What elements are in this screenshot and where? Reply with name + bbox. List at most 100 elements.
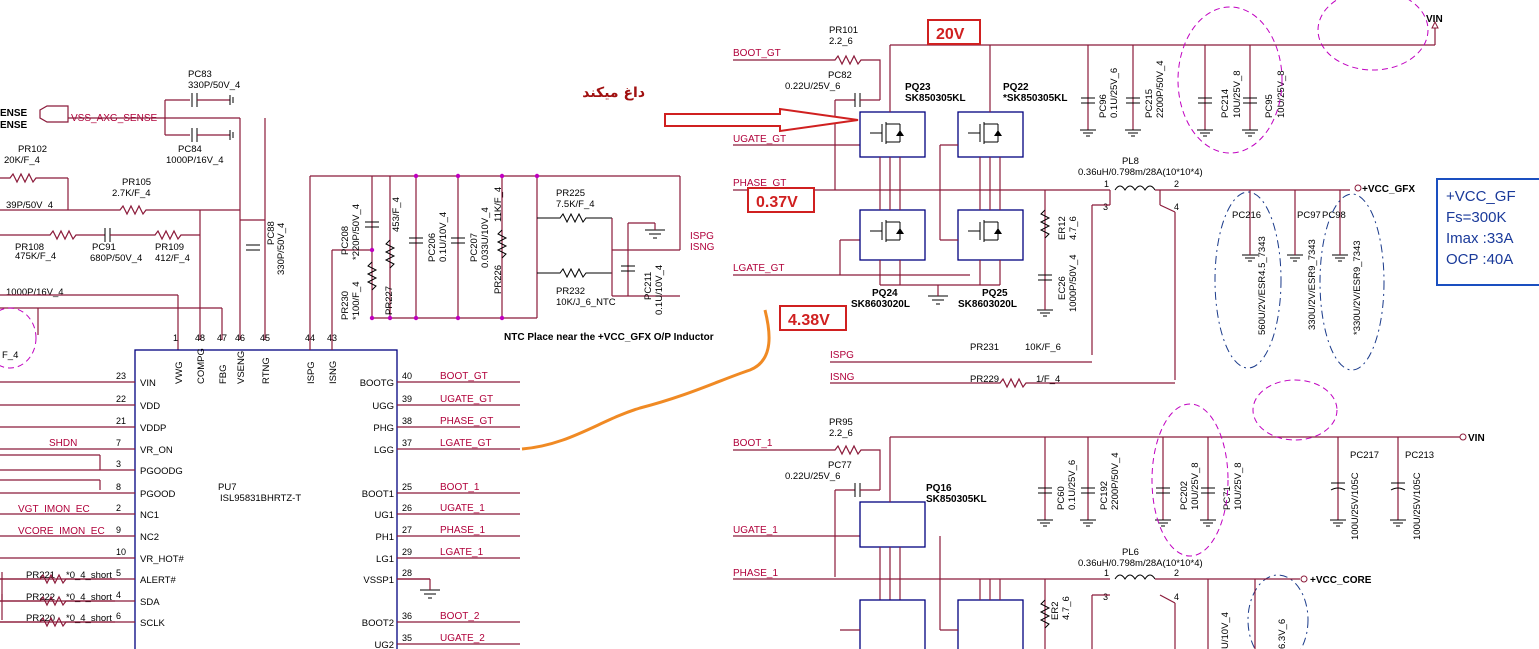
- ic-top-pin-num: 47: [217, 333, 227, 343]
- pc214-value: 10U/25V_8: [1232, 70, 1243, 118]
- vin-label-top: VIN: [1426, 14, 1443, 25]
- pc202-ref: PC202: [1179, 481, 1190, 510]
- ic-right-pin-num: 39: [402, 394, 412, 404]
- ic-right-pin-num: 38: [402, 416, 412, 426]
- ic-left-pin-num: 6: [116, 611, 121, 621]
- pc96-ref: PC96: [1098, 94, 1109, 118]
- pc202-value: 10U/25V_8: [1190, 462, 1201, 510]
- ic-right-pin-name: VSSP1: [363, 575, 394, 586]
- ic-right-pin-num: 29: [402, 547, 412, 557]
- pc206-ref: PC206: [427, 233, 438, 262]
- pc84-value: 1000P/16V_4: [166, 155, 224, 166]
- pc207-ref: PC207: [469, 233, 480, 262]
- pr230-ref: PR230: [340, 291, 351, 320]
- pc77-ref: PC77: [828, 460, 852, 471]
- ic-left-pin-name: NC1: [140, 510, 159, 521]
- ic-right-pin-net: UGATE_2: [440, 633, 485, 644]
- pc98-value: *330U/2V/ESR9_7343: [1352, 240, 1363, 335]
- ic-right-pin-net: PHASE_GT: [440, 416, 493, 427]
- er12-value: 4.7_6: [1068, 216, 1079, 240]
- pl8-value: 0.36uH/0.798m/28A(10*10*4): [1078, 167, 1203, 178]
- ispg-net-bottom: ISPG: [830, 350, 854, 361]
- persian-annotation: داغ میکند: [582, 85, 645, 101]
- pr102-value: 20K/F_4: [4, 155, 40, 166]
- vcore-imon-net: VCORE_IMON_EC: [18, 526, 105, 537]
- u10v4-value: U/10V_4: [1220, 612, 1231, 649]
- ic-top-pin-num: 46: [235, 333, 245, 343]
- pc83-value: 330P/50V_4: [188, 80, 240, 91]
- pc84-ref: PC84: [178, 144, 202, 155]
- pr231-value: 10K/F_6: [1025, 342, 1061, 353]
- annotation-layer: 20V 0.37V 4.38V داغ میکند: [521, 19, 981, 451]
- pr108-value: 475K/F_4: [15, 251, 56, 262]
- pr95-value: 2.2_6: [829, 428, 853, 439]
- ic-right-pin-net: UGATE_1: [440, 503, 485, 514]
- v20-box: [927, 19, 981, 45]
- svg-text:1: 1: [1104, 568, 1109, 578]
- ic-left-pin-num: 8: [116, 482, 121, 492]
- ic-left-pin-name: SDA: [140, 597, 160, 608]
- spec-line-1: +VCC_GF: [1446, 188, 1516, 205]
- ic-top-pin-name: COMPG: [196, 348, 207, 384]
- pc71-ref: PC71: [1222, 486, 1233, 510]
- ic-right-pin-net: BOOT_2: [440, 611, 480, 622]
- pq22-part: *SK850305KL: [1003, 93, 1067, 104]
- pc192-ref: PC192: [1099, 481, 1110, 510]
- ic-left-pin-num: 21: [116, 416, 126, 426]
- ic-left-pin-name: VDDP: [140, 423, 166, 434]
- c1000p-value: 1000P/16V_4: [6, 287, 64, 298]
- pr226-value: 11K/F_4: [493, 187, 504, 222]
- ic-right-pin-net: PHASE_1: [440, 525, 485, 536]
- ec26-value: 1000P/50V_4: [1068, 254, 1079, 312]
- pr95-ref: PR95: [829, 417, 853, 428]
- r453-value: 453/F_4: [391, 197, 402, 232]
- vcc-gfx-label: +VCC_GFX: [1362, 184, 1415, 195]
- ic-right-pin-net: LGATE_GT: [440, 438, 492, 449]
- pc60-value: 0.1U/25V_6: [1067, 460, 1078, 510]
- ic-left-pin-num: 9: [116, 525, 121, 535]
- pc217-value: 100U/25V/105C: [1350, 472, 1361, 540]
- pq16-part: SK850305KL: [926, 494, 987, 505]
- pu7-part: ISL95831BHRTZ-T: [220, 493, 301, 504]
- pc211-ref: PC211: [643, 272, 654, 300]
- gfx-power-stage: VIN BOOT_GT PR101 2.2_6 PC82 0.22U/25V_6…: [733, 0, 1443, 389]
- ic-left-pin-num: 23: [116, 371, 126, 381]
- pr231-ref: PR231: [970, 342, 999, 353]
- pc206-value: 0.1U/10V_4: [438, 212, 449, 262]
- pr109-value: 412/F_4: [155, 253, 190, 264]
- pr227-ref: PR227: [384, 286, 395, 315]
- pq25-ref: PQ25: [982, 288, 1008, 299]
- v20-annotation: 20V: [936, 26, 965, 43]
- pc208-value: *220P/50V_4: [351, 204, 362, 260]
- svg-text:2: 2: [1174, 179, 1179, 189]
- sense-label-1: ENSE: [0, 108, 28, 119]
- ic-right-pin-name: PHG: [373, 423, 394, 434]
- ic-right-pin-num: 37: [402, 438, 412, 448]
- pr220-value: *0_4_short: [66, 613, 112, 624]
- pc192-value: 2200P/50V_4: [1110, 452, 1121, 510]
- ic-right-pin-name: BOOTG: [360, 378, 394, 389]
- ic-right-pin-num: 36: [402, 611, 412, 621]
- pc215-value: 2200P/50V_4: [1155, 60, 1166, 118]
- orange-trace: [521, 309, 771, 451]
- boot-1-net: BOOT_1: [733, 438, 773, 449]
- ic-left-pin-name: ALERT#: [140, 575, 176, 586]
- isng-net-top: ISNG: [690, 242, 715, 253]
- sense-port-arrow: [39, 105, 69, 123]
- feedback-network: PC208 *220P/50V_4 453/F_4 PR230 *100/F_4…: [309, 173, 715, 350]
- pr221-value: *0_4_short: [66, 570, 112, 581]
- pc71-value: 10U/25V_8: [1233, 462, 1244, 510]
- pr229-ref: PR229: [970, 374, 999, 385]
- pc88-value: 330P/50V_4: [276, 223, 287, 275]
- pq24-part: SK8603020L: [851, 299, 910, 310]
- sense-label-2: ENSE: [0, 120, 28, 131]
- ic-left-pin-num: 3: [116, 459, 121, 469]
- pr230-value: *100/F_4: [351, 281, 362, 320]
- ic-right-pin-name: LG1: [376, 554, 394, 565]
- ic-right-pin-num: 40: [402, 371, 412, 381]
- boot-gt-net: BOOT_GT: [733, 48, 781, 59]
- vcc-core-label: +VCC_CORE: [1310, 575, 1372, 586]
- ntc-note: NTC Place near the +VCC_GFX O/P Inductor: [504, 332, 714, 343]
- ic-left-pin-name: SCLK: [140, 618, 165, 629]
